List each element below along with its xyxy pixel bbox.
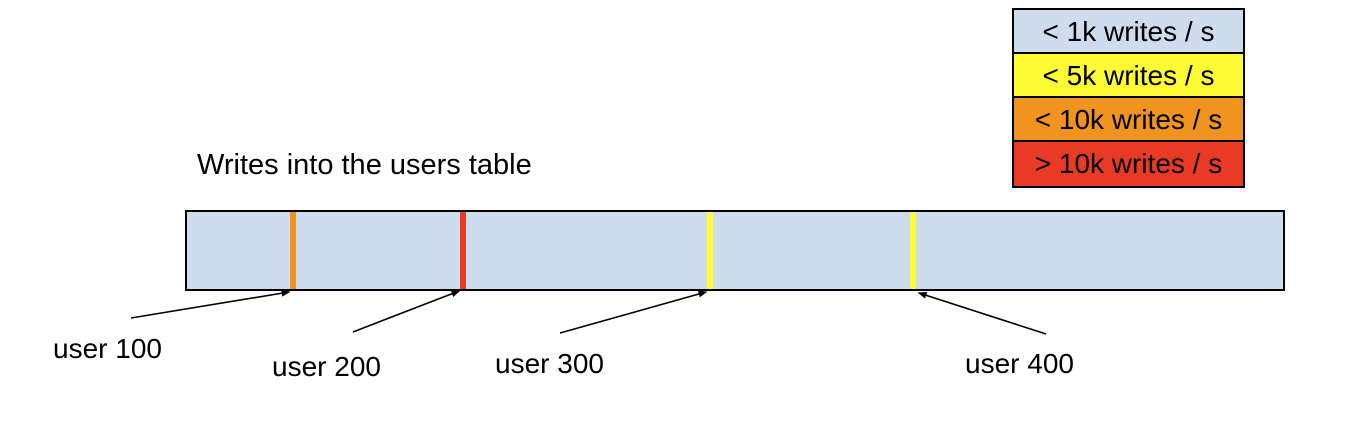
users-table-bar bbox=[185, 210, 1285, 291]
legend-item-lt-5k: < 5k writes / s bbox=[1014, 54, 1243, 98]
label-user-100: user 100 bbox=[53, 333, 162, 364]
hotspot-stripe-user-400 bbox=[910, 212, 916, 289]
label-user-300: user 300 bbox=[495, 348, 604, 379]
arrow-user-200-icon bbox=[352, 290, 461, 333]
legend-item-lt-10k: < 10k writes / s bbox=[1014, 98, 1243, 142]
arrow-user-100-icon bbox=[130, 289, 291, 319]
legend-item-lt-1k: < 1k writes / s bbox=[1014, 10, 1243, 54]
arrow-user-300-icon bbox=[559, 290, 708, 334]
label-user-200: user 200 bbox=[272, 351, 381, 382]
hotspot-stripe-user-300 bbox=[707, 212, 713, 289]
label-user-400: user 400 bbox=[965, 348, 1074, 379]
legend: < 1k writes / s < 5k writes / s < 10k wr… bbox=[1012, 8, 1245, 188]
arrow-user-400-icon bbox=[917, 291, 1047, 335]
diagram-title: Writes into the users table bbox=[197, 149, 532, 181]
legend-item-gt-10k: > 10k writes / s bbox=[1014, 142, 1243, 186]
hotspot-stripe-user-100 bbox=[290, 212, 296, 289]
hotspot-stripe-user-200 bbox=[460, 212, 466, 289]
